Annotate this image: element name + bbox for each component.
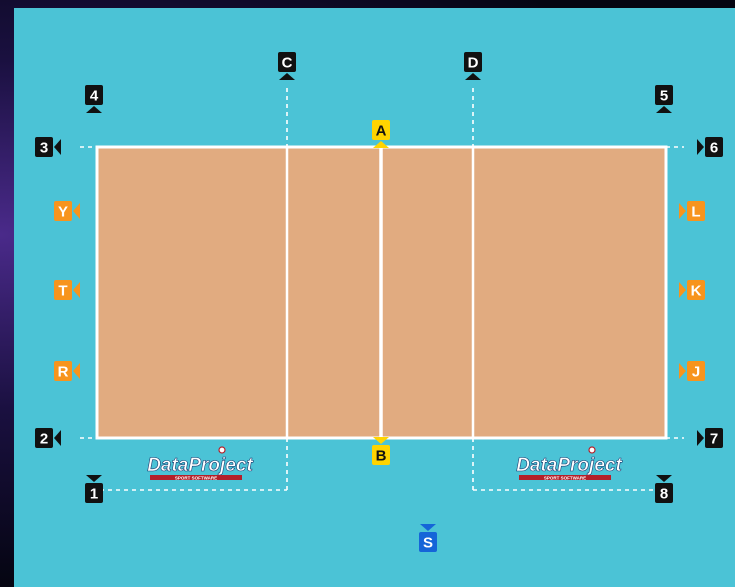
camera-j: J	[679, 361, 705, 381]
camera-label: 3	[40, 140, 48, 157]
camera-label: Y	[58, 204, 68, 221]
camera-d: D	[464, 52, 482, 80]
logo-left-tagline: SPORT SOFTWARE	[175, 475, 217, 480]
camera-8: 8	[655, 475, 673, 503]
camera-6: 6	[697, 137, 723, 157]
camera-label: 5	[660, 88, 668, 105]
camera-l: L	[679, 201, 705, 221]
camera-r: R	[54, 361, 80, 381]
camera-k: K	[679, 280, 705, 300]
camera-s: S	[419, 524, 437, 552]
camera-label: B	[376, 448, 387, 465]
logo-right-name: DataProject	[516, 455, 622, 476]
camera-label: K	[691, 283, 702, 300]
camera-7: 7	[697, 428, 723, 448]
camera-label: 8	[660, 486, 668, 503]
camera-label: C	[282, 55, 293, 72]
camera-label: T	[58, 283, 67, 300]
camera-4: 4	[85, 85, 103, 113]
dataproject-logo-right: DataProject SPORT SOFTWARE	[516, 447, 622, 480]
logo-right-tagline: SPORT SOFTWARE	[544, 475, 586, 480]
camera-label: J	[692, 364, 700, 381]
camera-label: L	[691, 204, 700, 221]
camera-t: T	[54, 280, 80, 300]
camera-3: 3	[35, 137, 61, 157]
camera-label: S	[423, 535, 433, 552]
logo-left-name: DataProject	[147, 455, 253, 476]
camera-label: A	[376, 123, 387, 140]
camera-c: C	[278, 52, 296, 80]
camera-label: 6	[710, 140, 718, 157]
camera-label: 2	[40, 431, 48, 448]
camera-label: 4	[90, 88, 99, 105]
camera-2: 2	[35, 428, 61, 448]
camera-label: D	[468, 55, 479, 72]
camera-label: 7	[710, 431, 718, 448]
camera-5: 5	[655, 85, 673, 113]
camera-1: 1	[85, 475, 103, 503]
dataproject-logo-left: DataProject SPORT SOFTWARE	[147, 447, 253, 480]
camera-label: R	[58, 364, 69, 381]
camera-y: Y	[54, 201, 80, 221]
camera-b: B	[372, 437, 390, 465]
camera-a: A	[372, 120, 390, 148]
camera-label: 1	[90, 486, 98, 503]
